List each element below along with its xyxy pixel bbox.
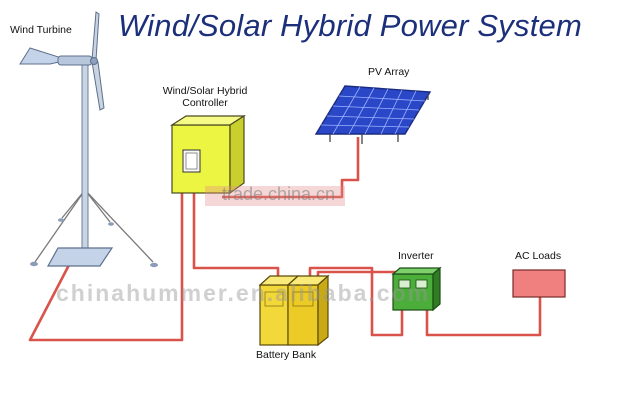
page-title: Wind/Solar Hybrid Power System: [118, 8, 582, 43]
hybrid-controller: [169, 114, 247, 195]
label-ac-loads: AC Loads: [515, 250, 562, 262]
wire-controller-to-battery: [192, 193, 280, 282]
label-controller: Wind/Solar Hybrid Controller: [150, 85, 260, 109]
label-controller-line2: Controller: [182, 97, 228, 109]
watermark-alibaba: chinahummer.en.alibaba.com: [56, 280, 431, 306]
label-wind-turbine: Wind Turbine: [10, 24, 72, 36]
wire-pv-to-controller: [222, 137, 360, 199]
inverter-box: [391, 266, 442, 312]
wind-turbine: [19, 11, 158, 268]
label-controller-line1: Wind/Solar Hybrid: [162, 85, 248, 97]
battery-bank: [258, 274, 330, 347]
wire-turbine-to-controller: [28, 193, 184, 342]
wire-battery-to-inverter-a: [308, 266, 404, 337]
watermark-tradechina: trade.china.cn: [222, 184, 336, 204]
pv-array: [314, 85, 432, 144]
ac-loads-box: [512, 269, 566, 298]
wire-inverter-to-acloads: [425, 297, 542, 337]
label-inverter: Inverter: [398, 250, 434, 262]
label-pv-array: PV Array: [368, 66, 410, 78]
label-battery-bank: Battery Bank: [256, 349, 317, 361]
watermark-band: [205, 186, 345, 206]
